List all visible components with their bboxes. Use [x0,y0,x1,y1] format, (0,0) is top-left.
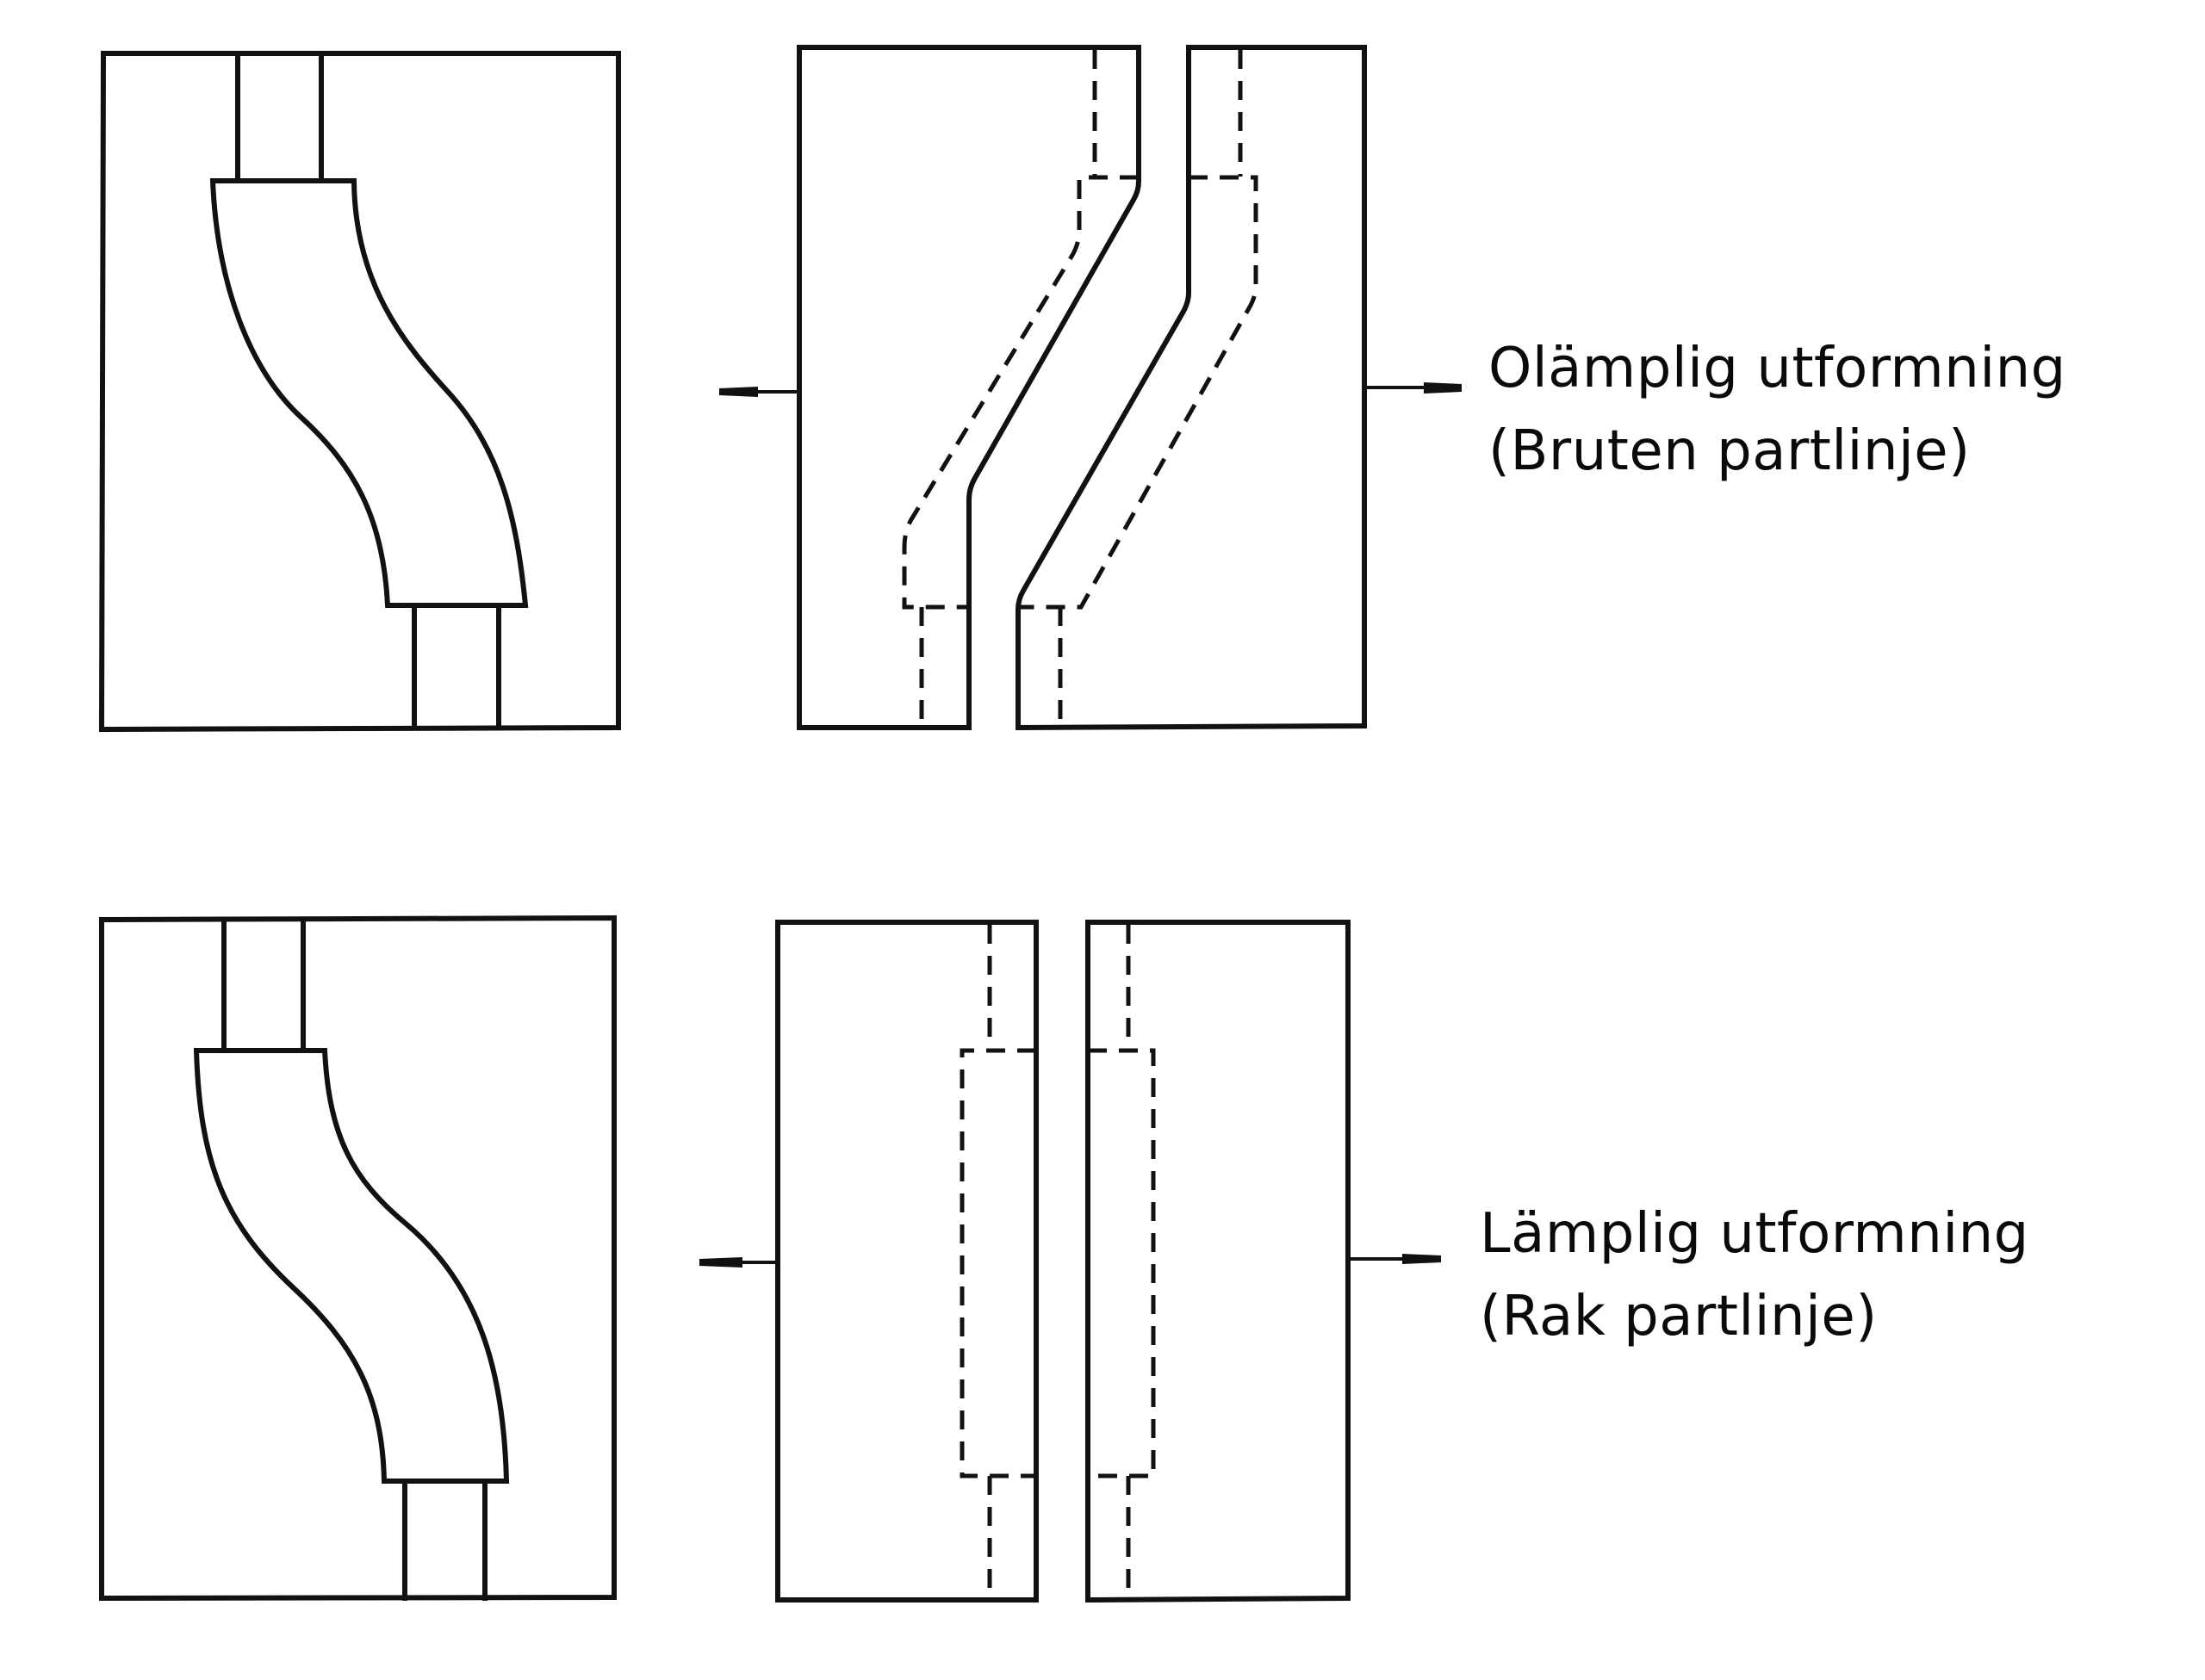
part-bottom-stem-bottom [402,1479,488,1601]
mold-right-half-bottom [1085,920,1351,1603]
mold-left-half-bottom [775,920,1039,1603]
row-unsuitable-clean [98,45,1462,733]
hidden-cavity-top-stem [1092,50,1243,177]
label-suitable-subtitle: (Rak partlinje) [1480,1285,1878,1348]
arrow-right-bottom [1348,1254,1441,1264]
hidden-cavity-bottom-stem [919,607,1063,728]
hidden-cavity-right [1018,175,1258,610]
part-outer-frame-top [98,51,621,733]
label-unsuitable-subtitle: (Bruten partlinje) [1488,419,1971,483]
label-suitable-title: Lämplig utformning [1480,1202,2029,1266]
label-suitable-design: Lämplig utformning (Rak partlinje) [1480,1193,2029,1358]
hidden-cavity-left [902,175,1139,610]
label-unsuitable-title: Olämplig utformning [1488,337,2066,400]
row-suitable-clean [99,914,1441,1603]
part-s-body-top [209,178,529,608]
label-unsuitable-design: Olämplig utformning (Bruten partlinje) [1488,327,2066,493]
part-top-stem-bottom [221,917,306,1053]
part-bottom-stem-top [412,603,501,730]
part-top-stem-top [235,51,324,183]
hidden-cavity-left-bottom [960,1048,1036,1479]
arrow-left-bottom [699,1257,778,1268]
arrow-right-top [1364,382,1462,394]
part-outer-frame-bottom [99,914,617,1602]
mold-left-half-top [797,45,1141,730]
mold-right-half-top [1016,45,1367,731]
arrow-left-top [719,387,799,397]
hidden-cavity-right-bottom [1088,1048,1156,1479]
part-s-body-bottom [193,1048,510,1484]
